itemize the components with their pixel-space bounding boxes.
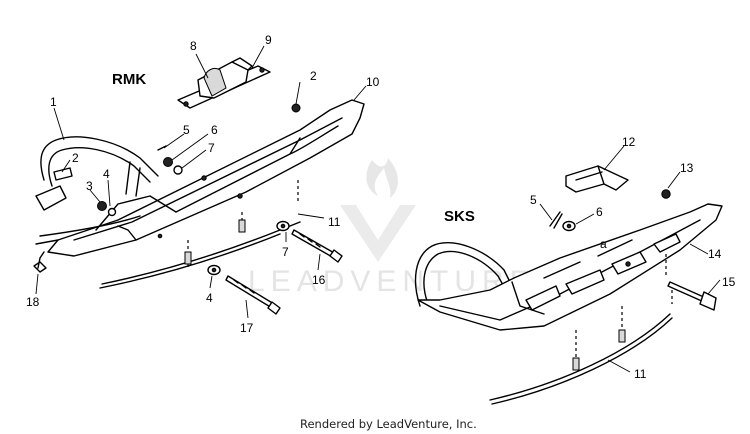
- callout-11-sks: 11: [634, 367, 647, 381]
- callout-9: 9: [265, 33, 272, 47]
- rmk-callouts: 8 9 1 2 2 10 3 4 5 6 7 11 7 16 4 17 18: [26, 33, 380, 335]
- callout-5-rmk: 5: [183, 123, 190, 137]
- rmk-bracket-part-8-9: [177, 57, 271, 109]
- callout-10: 10: [366, 75, 380, 89]
- sks-label: SKS: [444, 208, 475, 225]
- callout-11-rmk: 11: [328, 215, 341, 229]
- rmk-label: RMK: [112, 71, 146, 88]
- callout-2-rmk-b: 2: [310, 69, 317, 83]
- callout-2-rmk-a: 2: [72, 151, 79, 165]
- flame-v-logo-icon: [340, 158, 416, 262]
- callout-14: 14: [708, 247, 722, 261]
- sks-ski-body: a: [414, 203, 723, 331]
- callout-6-rmk: 6: [211, 123, 218, 137]
- callout-4-rmk-a: 4: [103, 167, 110, 181]
- sks-mark-a: a: [600, 237, 607, 251]
- callout-12: 12: [622, 135, 636, 149]
- callout-3: 3: [86, 179, 93, 193]
- callout-17: 17: [240, 321, 254, 335]
- callout-1: 1: [50, 95, 57, 109]
- rmk-hardware: [33, 103, 343, 315]
- rmk-loop-part-1: [35, 136, 159, 211]
- callout-5-sks: 5: [530, 193, 537, 207]
- callout-6-sks: 6: [596, 205, 603, 219]
- watermark: LEADVENTURE: [248, 158, 530, 298]
- sks-hardware: [549, 189, 717, 311]
- rmk-leader-lines: [35, 45, 367, 319]
- callout-7-rmk-a: 7: [208, 141, 215, 155]
- rmk-wear-rod-part-11: [99, 180, 301, 289]
- callout-13: 13: [680, 161, 694, 175]
- callout-8: 8: [190, 39, 197, 53]
- sks-wear-rod-part-11: [489, 254, 673, 405]
- callout-18: 18: [26, 295, 40, 309]
- sks-callouts: 12 5 6 13 14 15 11: [530, 135, 736, 381]
- sks-bracket-part-12: [565, 165, 629, 193]
- render-credit: Rendered by LeadVenture, Inc.: [300, 417, 477, 431]
- callout-15: 15: [722, 275, 736, 289]
- callout-4-rmk-b: 4: [206, 291, 213, 305]
- callout-7-rmk-b: 7: [282, 245, 289, 259]
- sks-leader-lines: [539, 145, 721, 373]
- rmk-ski-body: [35, 99, 365, 257]
- callout-16: 16: [312, 273, 326, 287]
